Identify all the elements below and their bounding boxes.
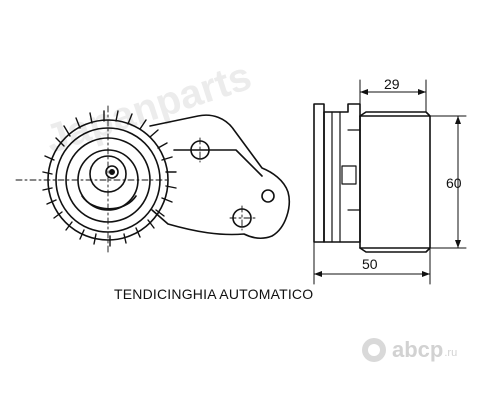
bracket-arm-outline bbox=[149, 114, 290, 239]
pulley-bolt bbox=[105, 165, 119, 179]
side-view-pulley bbox=[359, 115, 431, 249]
dimension-label-top-width: 29 bbox=[384, 76, 400, 92]
front-centerlines bbox=[15, 105, 257, 253]
pulley-teeth bbox=[42, 110, 177, 247]
brand-name: abcp bbox=[392, 337, 444, 362]
diagram-caption: TENDICINGHIA AUTOMATICO bbox=[114, 286, 314, 302]
tensioner-front-view bbox=[15, 105, 290, 253]
side-view-bracket-plate bbox=[313, 103, 325, 243]
side-view-pulley-flange bbox=[359, 111, 431, 253]
dimension-lines bbox=[313, 79, 467, 285]
tensioner-side-view bbox=[313, 103, 431, 253]
bracket-inner-edge bbox=[173, 149, 263, 177]
dimension-label-bottom-width: 50 bbox=[362, 256, 378, 272]
dimension-arrows bbox=[314, 89, 461, 277]
brand-mark: abcp .ru bbox=[362, 337, 457, 363]
dimension-label-height: 60 bbox=[446, 175, 462, 191]
bracket-hole-right bbox=[261, 189, 275, 203]
brand-tld: .ru bbox=[444, 347, 458, 359]
abcp-logo-icon bbox=[362, 338, 386, 362]
